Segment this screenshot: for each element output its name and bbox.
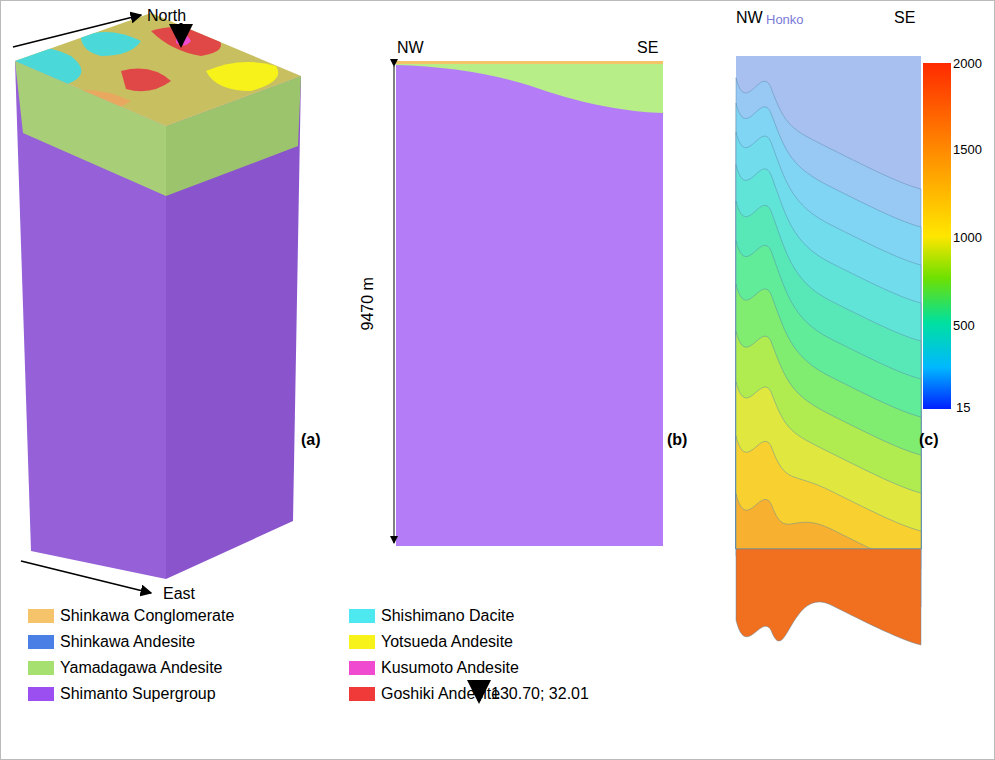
scale-value: 2000 [953, 57, 982, 71]
legend-swatch [349, 609, 375, 623]
direction-label: SE [637, 39, 658, 57]
map-patches [11, 27, 278, 110]
scale-value: 500 [953, 319, 975, 333]
legend-text: Yamadagawa Andesite [60, 659, 222, 677]
scale-value: 1000 [953, 231, 982, 245]
legend-text: Yotsueda Andesite [381, 633, 513, 651]
location-arrow [180, 23, 183, 45]
panel-label: (c) [919, 431, 939, 449]
legend-swatch [28, 635, 54, 649]
panel-label: (a) [301, 431, 321, 449]
legend-text: Shinkawa Conglomerate [60, 607, 234, 625]
direction-label: NW [736, 9, 763, 27]
dimension-label: 9470 m [359, 277, 377, 330]
section-green [396, 63, 663, 113]
block-front [15, 61, 166, 579]
direction-label: NW [397, 39, 424, 57]
depth-arrow [394, 66, 395, 543]
legend-swatch [349, 687, 375, 701]
scale-value: 15 [956, 401, 970, 415]
legend-swatch [28, 609, 54, 623]
axis-label: North [147, 7, 186, 25]
legend-text: Kusumoto Andesite [381, 659, 519, 677]
section-purple [396, 63, 663, 546]
panel-label: (b) [667, 431, 687, 449]
legend-text: Shimanto Supergroup [60, 685, 216, 703]
legend-swatch [28, 661, 54, 675]
legend-text: Goshiki Andesite [381, 685, 500, 703]
legend-swatch [28, 687, 54, 701]
legend-text: Shinkawa Andesite [60, 633, 195, 651]
coordinate-label: 130.70; 32.01 [491, 685, 589, 703]
color-bar [923, 63, 951, 409]
block-side [166, 76, 301, 579]
legend-swatch [349, 635, 375, 649]
scale-value: 1500 [953, 143, 982, 157]
legend-text: Shishimano Dacite [381, 607, 514, 625]
temperature-bands [736, 56, 921, 645]
place-label: Honko [766, 13, 804, 27]
legend-swatch [349, 661, 375, 675]
east-arrow [21, 561, 151, 593]
direction-label: SE [894, 9, 915, 27]
axis-label: East [163, 585, 195, 603]
north-arrow [13, 15, 141, 47]
section-top [396, 61, 663, 64]
